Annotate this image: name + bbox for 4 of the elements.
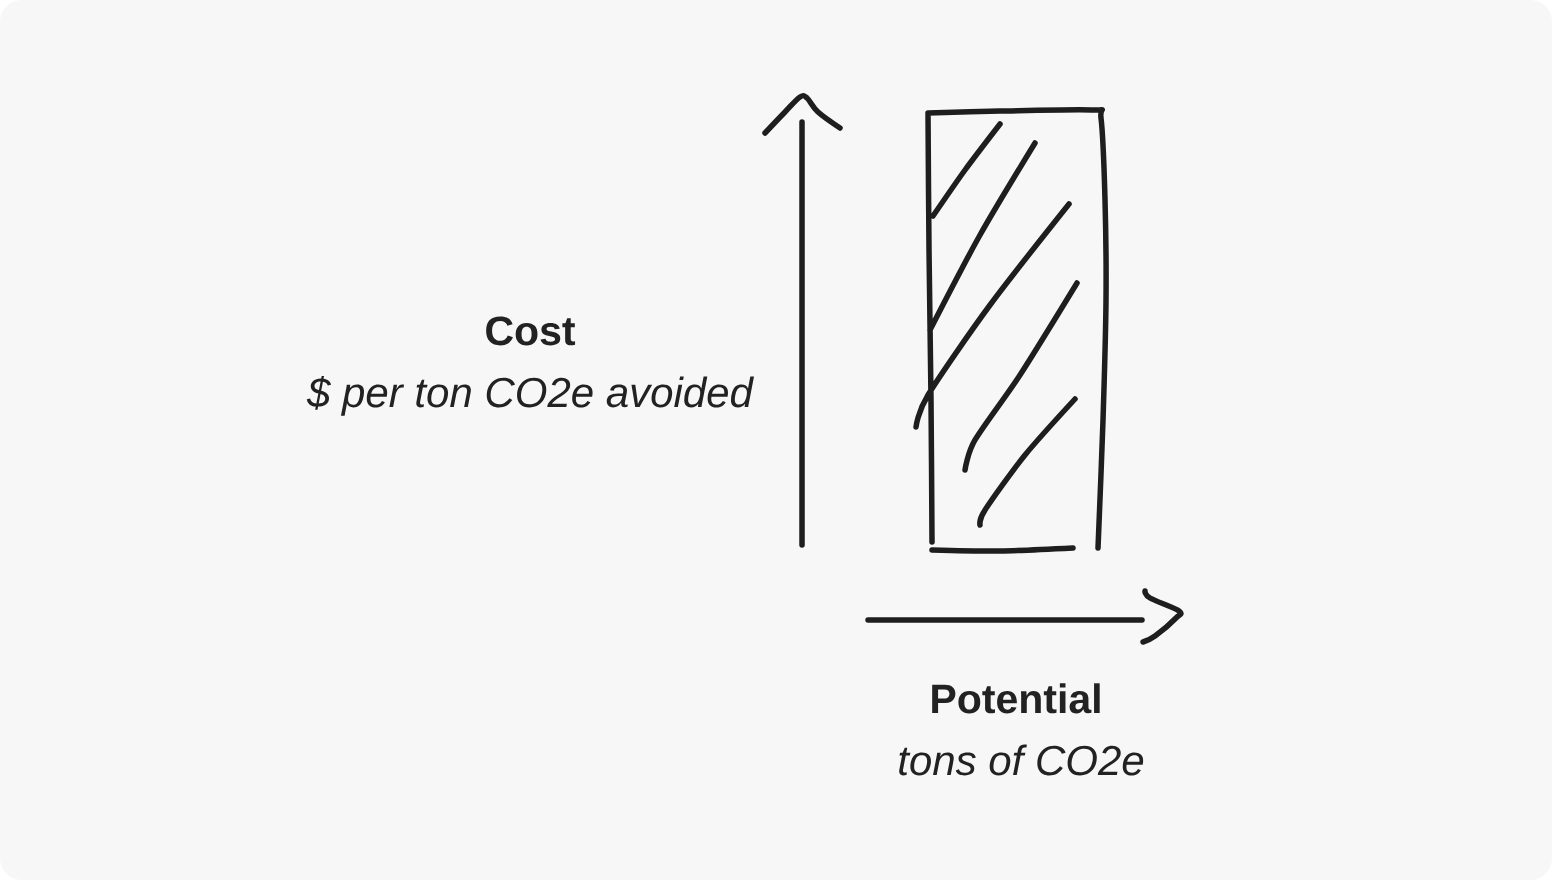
axis-title: Potential [932,683,1100,714]
axis-title: Cost [486,316,576,346]
axis-unit: tons of CO2e [899,744,1144,776]
axis-unit: $ per ton CO2e avoided [306,375,754,416]
